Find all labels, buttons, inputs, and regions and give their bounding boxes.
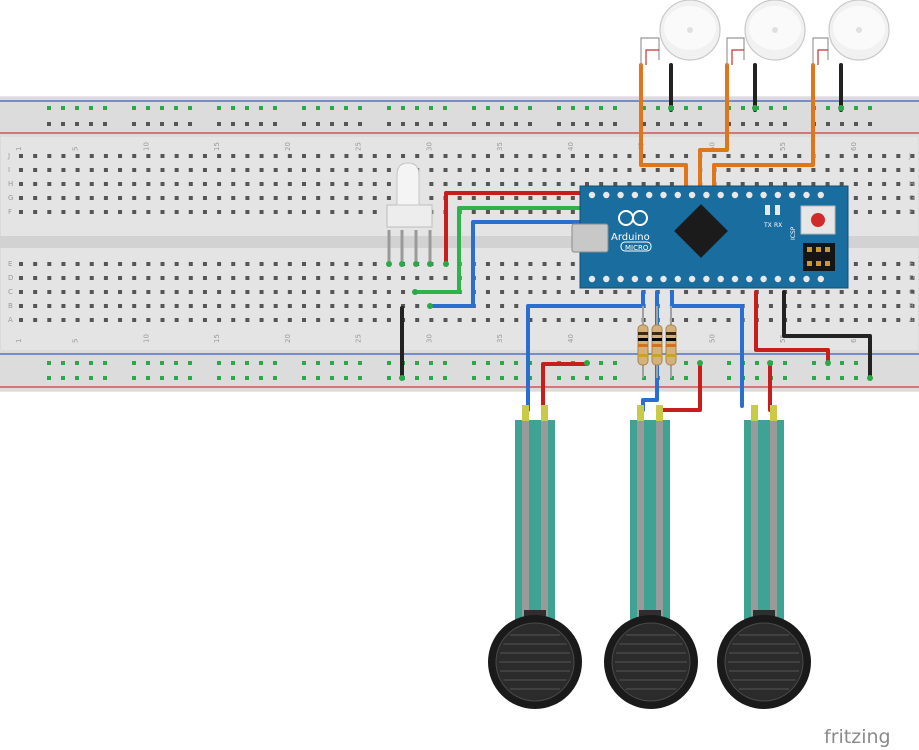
column-number: 10 — [142, 334, 150, 343]
row-letter: E — [909, 260, 913, 268]
wire-endpoints — [386, 105, 873, 381]
row-letter: I — [8, 166, 10, 174]
column-number: 50 — [708, 142, 716, 151]
column-number: 40 — [567, 142, 575, 151]
icsp-header — [803, 243, 835, 271]
force-sensor — [488, 405, 582, 709]
column-number: 20 — [284, 334, 292, 343]
wire-endpoint — [443, 261, 449, 267]
column-number: 5 — [72, 339, 80, 343]
wire-red-power — [754, 290, 830, 366]
wire-endpoint — [584, 360, 590, 366]
arduino-micro: Arduino MICRO TX RX ICSP — [571, 185, 849, 289]
wire-endpoint — [668, 105, 674, 111]
piezo-buzzer — [726, 0, 806, 65]
icsp-label: ICSP — [790, 226, 797, 240]
resistors — [637, 306, 677, 378]
row-letter: J — [908, 152, 911, 160]
resistor — [651, 306, 663, 378]
wire-blue-led — [428, 220, 616, 308]
row-letter: J — [7, 152, 10, 160]
row-letter: H — [8, 180, 13, 188]
wire-endpoint — [399, 375, 405, 381]
column-number: 50 — [708, 334, 716, 343]
force-sensor — [717, 405, 811, 709]
led-label-rx: RX — [774, 222, 782, 229]
column-number: 40 — [567, 334, 575, 343]
piezo-buzzer — [640, 0, 721, 65]
row-letter: C — [8, 288, 13, 296]
arduino-model: MICRO — [625, 244, 649, 252]
wire-endpoint — [752, 105, 758, 111]
column-number: 15 — [213, 142, 221, 151]
force-sensor — [604, 405, 698, 709]
wire-endpoint — [838, 105, 844, 111]
column-number: 30 — [425, 142, 433, 151]
column-number: 35 — [496, 334, 504, 343]
row-letter: B — [8, 302, 13, 310]
column-number: 35 — [496, 142, 504, 151]
wire-black-ground — [782, 290, 872, 380]
row-letter: G — [8, 194, 13, 202]
wire-endpoint — [697, 360, 703, 366]
wire-endpoint — [825, 360, 831, 366]
wire-blue-fsr-3 — [670, 290, 744, 408]
column-number: 25 — [355, 142, 363, 151]
wire-endpoint — [399, 261, 405, 267]
row-letter: G — [909, 194, 914, 202]
row-letter: A — [909, 316, 914, 324]
wire-endpoint — [412, 289, 418, 295]
wire-red-fsr-1 — [541, 362, 589, 412]
row-letter: C — [909, 288, 914, 296]
row-letter: F — [8, 208, 12, 216]
resistor — [665, 306, 677, 378]
wire-endpoint — [386, 261, 392, 267]
piezo-buzzer — [812, 0, 890, 65]
column-number: 30 — [425, 334, 433, 343]
wire-endpoint — [767, 360, 773, 366]
column-number: 1 — [15, 147, 23, 151]
wire-blue-fsr-1 — [526, 290, 645, 412]
column-number: 55 — [779, 334, 787, 343]
wire-orange-piezo-3 — [712, 63, 815, 190]
rgb-led — [386, 162, 433, 264]
fritzing-logo: fritzing — [824, 726, 891, 748]
row-letter: D — [909, 274, 914, 282]
column-number: 10 — [142, 142, 150, 151]
wire-endpoint — [427, 303, 433, 309]
row-letter: D — [8, 274, 13, 282]
column-number: 5 — [72, 147, 80, 151]
row-letter: A — [8, 316, 13, 324]
column-number: 60 — [850, 334, 858, 343]
wire-orange-piezo-2 — [698, 63, 729, 190]
wire-red-fsr-2 — [656, 362, 702, 412]
column-number: 25 — [355, 334, 363, 343]
column-number: 55 — [779, 142, 787, 151]
row-letter: H — [909, 180, 914, 188]
force-sensors — [488, 405, 811, 709]
wire-endpoint — [413, 261, 419, 267]
column-number: 20 — [284, 142, 292, 151]
piezo-buzzers — [640, 0, 890, 65]
led-label-tx: TX — [763, 222, 772, 229]
arduino-pins — [588, 191, 824, 283]
column-number: 1 — [15, 339, 23, 343]
arduino-name: Arduino — [611, 232, 650, 243]
wires — [400, 63, 872, 412]
usb-connector — [571, 223, 609, 253]
wire-orange-piezo-1 — [639, 63, 688, 190]
column-number: 15 — [213, 334, 221, 343]
wire-endpoint — [427, 261, 433, 267]
resistor — [637, 306, 649, 378]
row-letter: B — [909, 302, 914, 310]
row-letter: I — [909, 166, 911, 174]
wire-endpoint — [867, 375, 873, 381]
row-letter: E — [8, 260, 12, 268]
column-number: 60 — [850, 142, 858, 151]
row-letter: F — [909, 208, 913, 216]
